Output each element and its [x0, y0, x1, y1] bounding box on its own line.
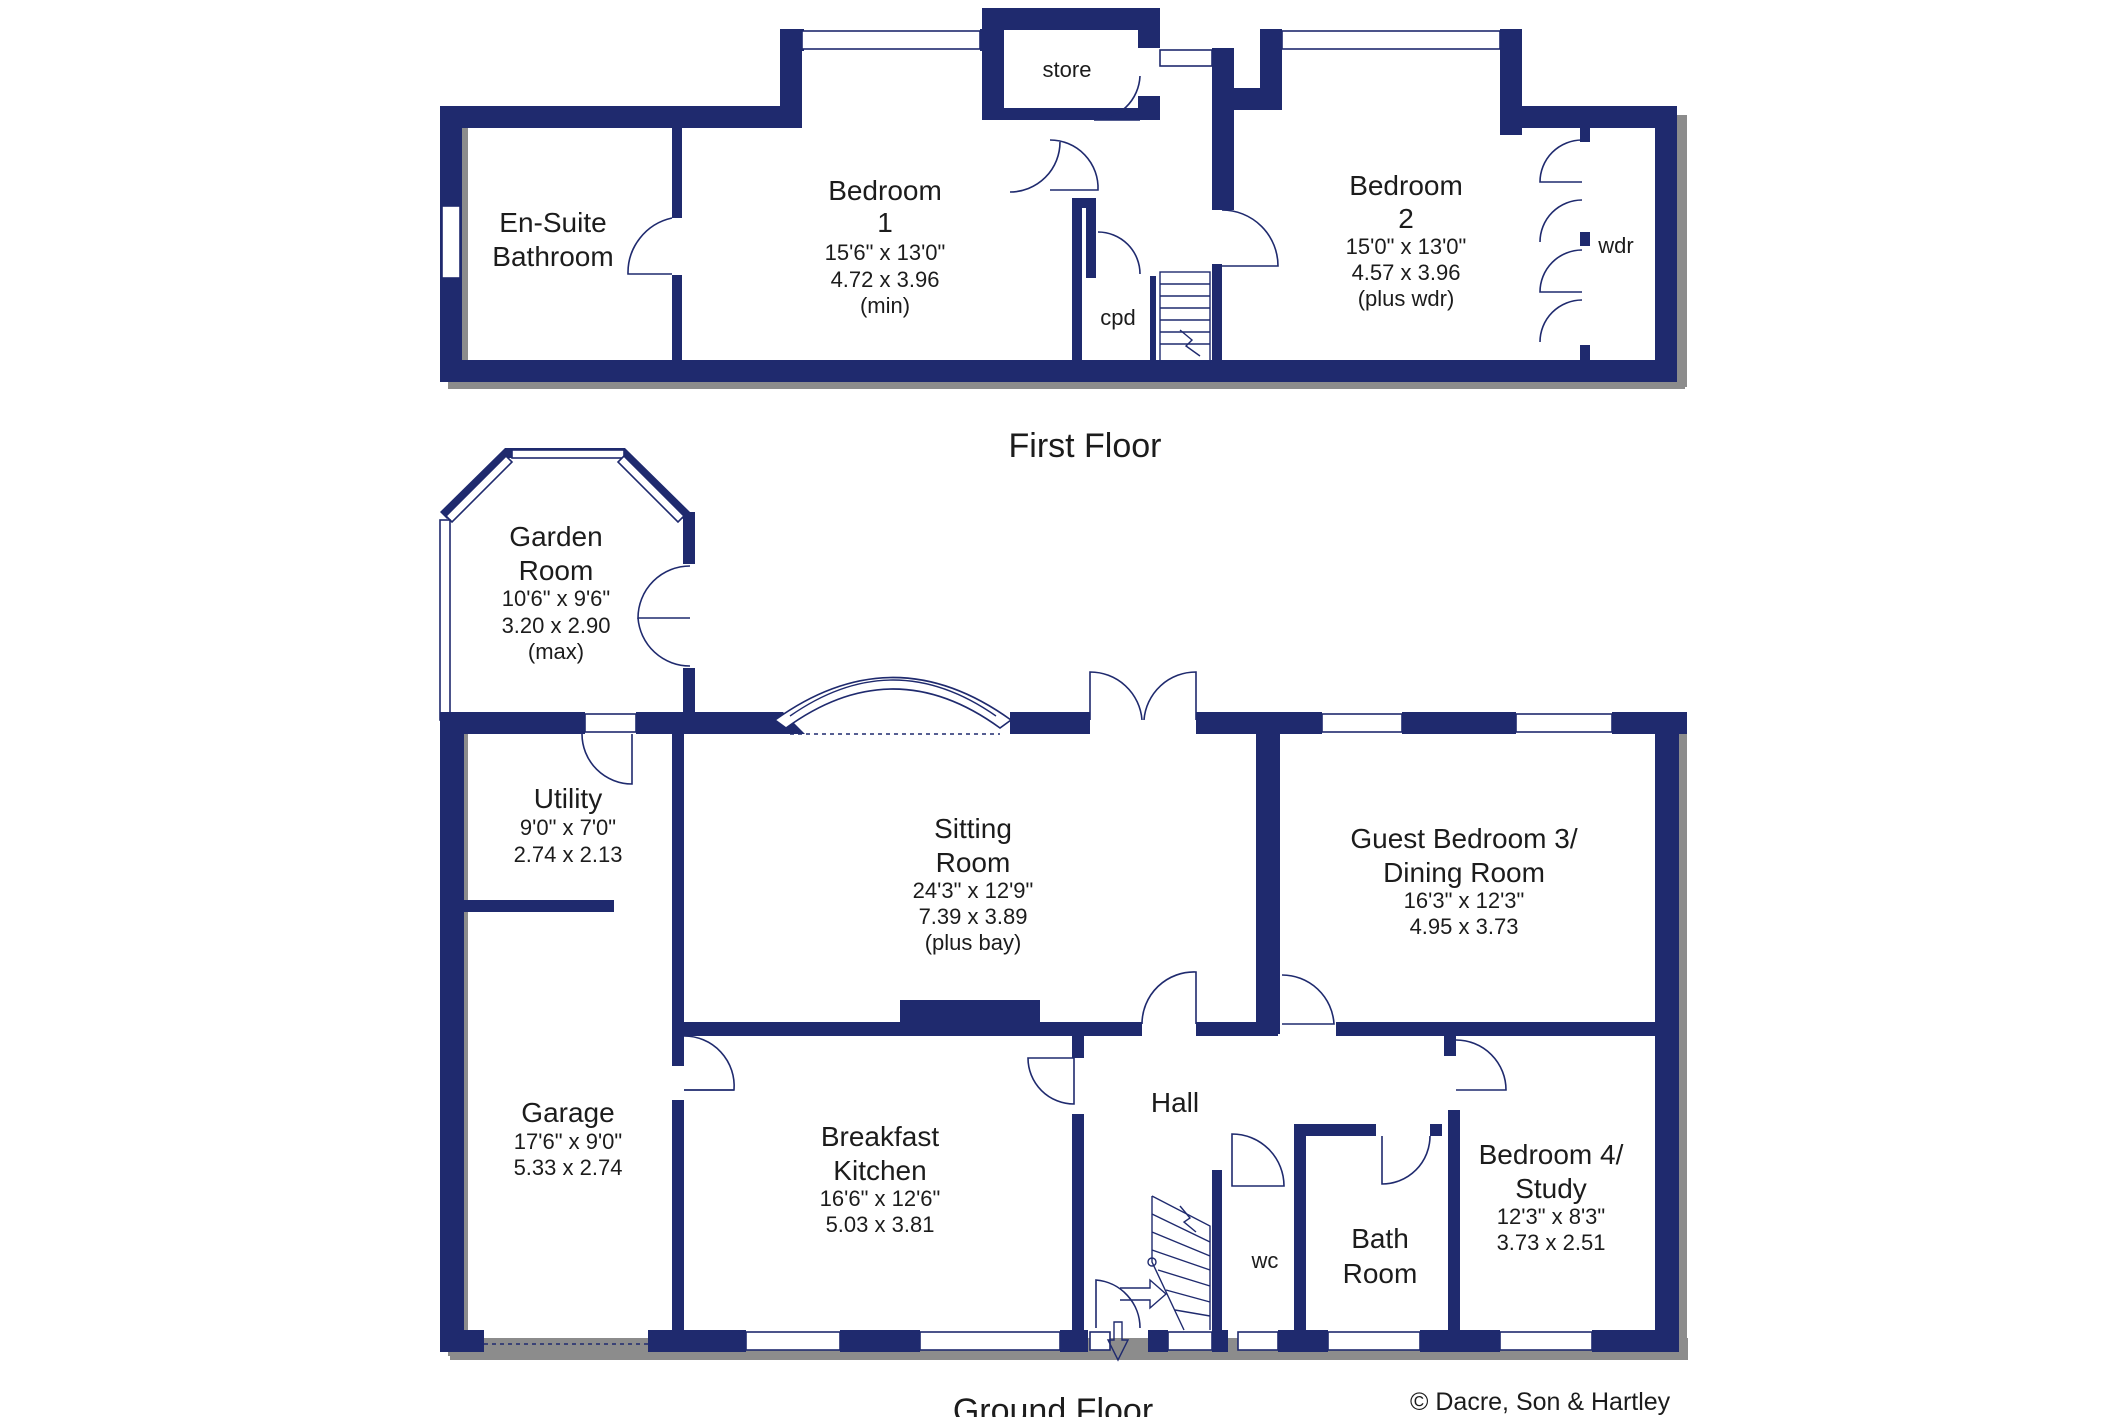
guest-bedroom-label-1: Guest Bedroom 3/	[1350, 823, 1577, 854]
kitchen-label-1: Breakfast	[821, 1121, 939, 1152]
utility-label: Utility	[534, 783, 602, 814]
ground-floor-windows	[484, 676, 1613, 1351]
first-floor-doors	[627, 75, 1583, 343]
kitchen-label-2: Kitchen	[833, 1155, 926, 1186]
en-suite-label-1: En-Suite	[499, 207, 606, 238]
garden-room-label-1: Garden	[509, 521, 602, 552]
garden-room-metric: 3.20 x 2.90	[502, 613, 611, 638]
bedroom2-label-1: Bedroom	[1349, 170, 1463, 201]
sitting-room-note: (plus bay)	[925, 930, 1022, 955]
bedroom2-label-2: 2	[1398, 203, 1414, 234]
guest-bedroom-metric: 4.95 x 3.73	[1410, 914, 1519, 939]
bedroom1-label-1: Bedroom	[828, 175, 942, 206]
utility-imperial: 9'0" x 7'0"	[520, 815, 616, 840]
kitchen-imperial: 16'6" x 12'6"	[820, 1186, 941, 1211]
garden-room-note: (max)	[528, 639, 584, 664]
ground-floor-labels: Garden Room 10'6" x 9'6" 3.20 x 2.90 (ma…	[502, 521, 1624, 1289]
bedroom1-label-2: 1	[877, 207, 893, 238]
bedroom2-note: (plus wdr)	[1358, 286, 1455, 311]
cpd-label: cpd	[1100, 305, 1135, 330]
ground-floor-plan: Garden Room 10'6" x 9'6" 3.20 x 2.90 (ma…	[439, 448, 1688, 1417]
first-floor-walls	[440, 8, 1677, 382]
en-suite-label-2: Bathroom	[492, 241, 613, 272]
bedroom1-imperial: 15'6" x 13'0"	[825, 240, 946, 265]
garage-metric: 5.33 x 2.74	[514, 1155, 623, 1180]
kitchen-metric: 5.03 x 3.81	[826, 1212, 935, 1237]
bedroom2-metric: 4.57 x 3.96	[1352, 260, 1461, 285]
bedroom4-metric: 3.73 x 2.51	[1497, 1230, 1606, 1255]
ground-floor-walls	[440, 712, 1687, 1352]
wdr-label: wdr	[1597, 233, 1633, 258]
first-floor-windows	[441, 30, 1501, 279]
first-floor-shadow	[448, 115, 1687, 389]
bedroom1-note: (min)	[860, 293, 910, 318]
bedroom1-metric: 4.72 x 3.96	[831, 267, 940, 292]
bath-room-label-2: Room	[1343, 1258, 1418, 1289]
garage-imperial: 17'6" x 9'0"	[514, 1129, 622, 1154]
sitting-room-imperial: 24'3" x 12'9"	[913, 878, 1034, 903]
first-floor-labels: En-Suite Bathroom Bedroom 1 15'6" x 13'0…	[492, 57, 1633, 330]
wc-label: wc	[1251, 1248, 1279, 1273]
first-floor-plan: En-Suite Bathroom Bedroom 1 15'6" x 13'0…	[440, 8, 1687, 465]
ground-floor-interior-walls	[464, 712, 1655, 1332]
bath-room-label-1: Bath	[1351, 1223, 1409, 1254]
sitting-room-label-1: Sitting	[934, 813, 1012, 844]
guest-bedroom-label-2: Dining Room	[1383, 857, 1545, 888]
first-floor-title: First Floor	[1009, 427, 1162, 465]
sitting-room-metric: 7.39 x 3.89	[919, 904, 1028, 929]
bedroom4-imperial: 12'3" x 8'3"	[1497, 1204, 1605, 1229]
ground-floor-shadow	[448, 720, 1688, 1360]
ground-floor-doors	[581, 671, 1507, 1329]
garden-room-structure	[439, 448, 695, 724]
sitting-room-label-2: Room	[936, 847, 1011, 878]
bedroom4-label-1: Bedroom 4/	[1479, 1139, 1624, 1170]
bedroom2-imperial: 15'0" x 13'0"	[1346, 234, 1467, 259]
ground-floor-stairs	[1106, 1195, 1211, 1362]
ground-floor-title: Ground Floor	[953, 1392, 1153, 1417]
store-label: store	[1043, 57, 1092, 82]
guest-bedroom-imperial: 16'3" x 12'3"	[1404, 888, 1525, 913]
bedroom4-label-2: Study	[1515, 1173, 1587, 1204]
hall-label: Hall	[1151, 1087, 1199, 1118]
garden-room-label-2: Room	[519, 555, 594, 586]
utility-metric: 2.74 x 2.13	[514, 842, 623, 867]
copyright-text: © Dacre, Son & Hartley	[1410, 1388, 1671, 1416]
first-floor-stairs	[1159, 271, 1211, 363]
garden-room-imperial: 10'6" x 9'6"	[502, 586, 610, 611]
garage-label: Garage	[521, 1097, 614, 1128]
